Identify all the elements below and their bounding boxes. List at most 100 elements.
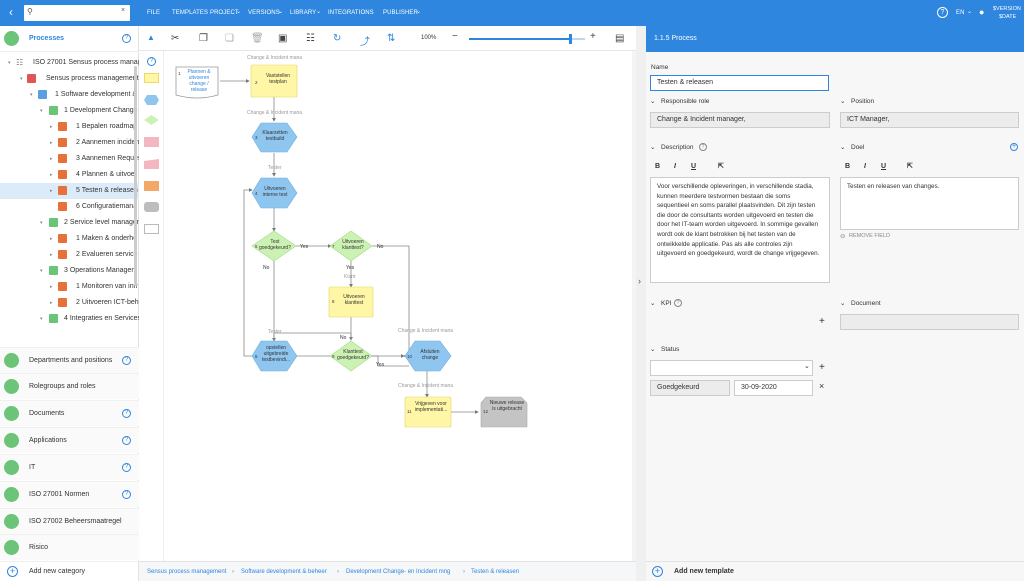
menu-integrations[interactable]: INTEGRATIONS	[328, 10, 374, 16]
tree-item[interactable]: 6 Configuratiemana	[0, 199, 139, 215]
diagram-node-afsluiten-change[interactable]: 10 Afsluiten change	[404, 340, 452, 372]
sort-icon[interactable]: ⇅	[387, 33, 396, 44]
category-rolegroups[interactable]: Rolegroups and roles	[0, 373, 139, 399]
bold-button[interactable]: B	[845, 163, 851, 170]
palette-note[interactable]	[144, 159, 159, 169]
palette-event[interactable]	[144, 95, 159, 105]
menu-publisher[interactable]: PUBLISHER	[383, 10, 418, 16]
diagram-canvas[interactable]: Change & Incident mana Change & Incident…	[164, 51, 636, 561]
menu-file[interactable]: FILE	[147, 10, 161, 16]
chevron-down-icon[interactable]: ⌄	[840, 300, 846, 307]
back-icon[interactable]: ‹	[9, 5, 13, 19]
connector-icon[interactable]: ⤴	[360, 37, 370, 48]
help-icon[interactable]: ?	[122, 490, 131, 499]
scrollbar[interactable]	[134, 66, 137, 286]
collapse-up-icon[interactable]: ▲	[147, 33, 155, 42]
help-icon[interactable]: ?	[699, 143, 707, 151]
palette-activity[interactable]	[144, 73, 159, 83]
tree-item[interactable]: ▸1 Bepalen roadmap	[0, 119, 139, 135]
add-template-button[interactable]: + Add new template	[646, 561, 1024, 581]
tree-item[interactable]: ▸3 Aannemen Reques	[0, 151, 139, 167]
search-input[interactable]	[36, 7, 116, 18]
description-editor[interactable]: Voor verschillende opleveringen, in vers…	[650, 177, 830, 283]
tree-item[interactable]: ▸2 Uitvoeren ICT-beh	[0, 295, 139, 311]
chevron-down-icon[interactable]: ⌄	[840, 98, 846, 105]
palette-document[interactable]	[144, 137, 159, 147]
diagram-node-klanttest-goedgekeurd[interactable]: 9 Klanttest goedgekeurd?	[329, 340, 373, 372]
zoom-out-icon[interactable]: −	[452, 31, 458, 42]
italic-button[interactable]: I	[864, 163, 866, 170]
help-icon[interactable]: ?	[122, 409, 131, 418]
tree-item[interactable]: ▾2 Service level managen	[0, 215, 139, 231]
clear-icon[interactable]: ×	[121, 7, 126, 14]
refresh-icon[interactable]: ↻	[333, 33, 342, 44]
remove-field-icon[interactable]: ⊖	[840, 233, 846, 240]
diagram-node-uitvoeren-klanttest[interactable]: 8 Uitvoeren klanttest	[328, 286, 374, 318]
hierarchy-icon[interactable]: ☷	[306, 33, 315, 44]
diagram-node-vaststellen-testplan[interactable]: 2 Vaststellen testplan	[250, 64, 298, 98]
help-icon[interactable]: ?	[122, 356, 131, 365]
help-icon[interactable]: ?	[147, 57, 156, 66]
position-field[interactable]: ICT Manager,	[840, 112, 1019, 128]
status-date[interactable]: 30-09-2020	[734, 380, 813, 396]
add-category-button[interactable]: + Add new category	[0, 561, 139, 581]
doel-editor[interactable]: Testen en releasen van changes.	[840, 177, 1019, 230]
underline-button[interactable]: U	[881, 163, 887, 170]
palette-data[interactable]	[144, 181, 159, 191]
diagram-node-opstellen-testbevindingen[interactable]: 6 opstellen uitgebreide testbevindi...	[251, 340, 298, 372]
zoom-slider-handle[interactable]	[568, 34, 572, 44]
help-icon[interactable]: ?	[937, 7, 948, 18]
cut-icon[interactable]: ✂	[171, 33, 180, 44]
help-icon[interactable]: ?	[122, 436, 131, 445]
image-export-icon[interactable]: ▤	[615, 33, 625, 44]
diagram-node-uitvoeren-klanttest-question[interactable]: 7 Uitvoeren klanttest?	[329, 230, 373, 262]
expand-icon[interactable]: ⇱	[907, 163, 913, 170]
language-select[interactable]: EN	[956, 10, 965, 16]
chevron-down-icon[interactable]: ⌄	[840, 144, 846, 151]
category-iso27002[interactable]: ISO 27002 Beheersmaatregel	[0, 508, 139, 534]
paste-icon[interactable]: ❏	[225, 33, 234, 44]
diagram-node-uitvoeren-interne-test[interactable]: 4 Uitvoeren interne test	[251, 177, 298, 209]
category-applications[interactable]: Applications?	[0, 427, 139, 453]
italic-button[interactable]: I	[674, 163, 676, 170]
diagram-node-vrijgeven-implementatie[interactable]: 11 Vrijgeven voor implementati...	[404, 396, 452, 428]
zoom-slider[interactable]	[469, 34, 585, 44]
remove-field-button[interactable]: REMOVE FIELD	[849, 233, 890, 239]
zoom-in-icon[interactable]: +	[590, 31, 596, 42]
chevron-down-icon[interactable]: ⌄	[650, 300, 656, 307]
camera-icon[interactable]: ▣	[278, 33, 288, 44]
tree-item[interactable]: ▸2 Aannemen inciden	[0, 135, 139, 151]
palette-empty[interactable]	[144, 224, 159, 234]
tree-item[interactable]: ▾Sensus process management	[0, 71, 139, 87]
panel-collapse-handle[interactable]: ›	[636, 26, 646, 581]
breadcrumb-item[interactable]: Testen & releasen	[471, 569, 520, 575]
diagram-node-nieuwe-release[interactable]: 12 Nieuwe release is uitgebracht	[480, 396, 528, 428]
category-documents[interactable]: Documents?	[0, 400, 139, 426]
search-box[interactable]: ⚲ ×	[24, 5, 130, 21]
remove-status-icon[interactable]: ×	[819, 381, 825, 391]
canvas-scrollbar[interactable]	[632, 51, 636, 561]
tree-item[interactable]: ▸4 Plannen & uitvoer	[0, 167, 139, 183]
tree-item[interactable]: ▸1 Monitoren van infr	[0, 279, 139, 295]
menu-project[interactable]: PROJECT	[210, 10, 239, 16]
processes-header[interactable]: Processes ?	[0, 26, 139, 52]
tree-item[interactable]: ▸2 Evalueren service a	[0, 247, 139, 263]
expand-icon[interactable]: ⇱	[718, 163, 724, 170]
palette-gateway[interactable]	[144, 115, 159, 125]
tree-item[interactable]: ▾3 Operations Managem	[0, 263, 139, 279]
status-select[interactable]: ⌄	[650, 360, 813, 376]
delete-icon[interactable]: 🗑	[251, 33, 264, 44]
copy-icon[interactable]: ❐	[199, 33, 208, 44]
chevron-down-icon[interactable]: ⌄	[650, 144, 656, 151]
menu-templates[interactable]: TEMPLATES	[172, 10, 209, 16]
chevron-down-icon[interactable]: ⌄	[650, 346, 656, 353]
menu-versions[interactable]: VERSIONS	[248, 10, 280, 16]
category-it[interactable]: IT?	[0, 454, 139, 480]
add-field-icon[interactable]: +	[1010, 143, 1018, 151]
breadcrumb-item[interactable]: Development Change- en Incident mng	[346, 569, 451, 575]
chevron-down-icon[interactable]: ⌄	[650, 98, 656, 105]
document-field[interactable]	[840, 314, 1019, 330]
diagram-node-test-goedgekeurd[interactable]: 5 Test goedgekeurd?	[251, 230, 297, 262]
diagram-node-klaarzetten-testbuild[interactable]: 3 Klaarzetten testbuild	[251, 122, 298, 153]
breadcrumb-item[interactable]: Sensus process management	[147, 569, 227, 575]
